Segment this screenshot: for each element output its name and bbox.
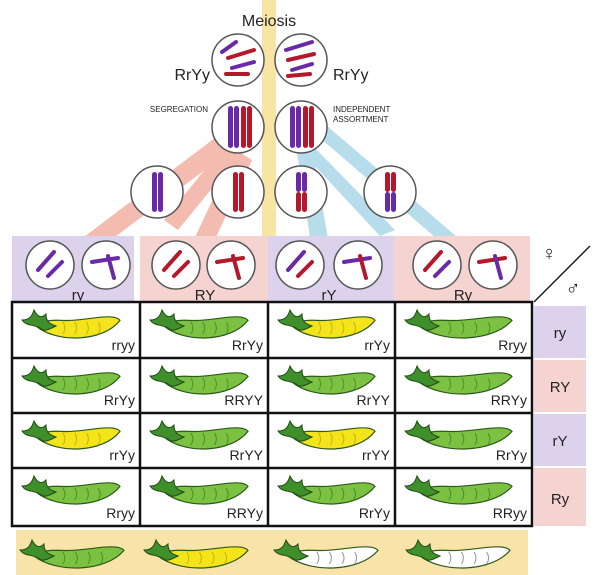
punnett-cell-r3-c2: RrYY	[149, 419, 264, 463]
independent-label-1: INDEPENDENT	[333, 105, 390, 114]
segregation-cell-right	[274, 100, 328, 154]
punnett-cell-r1-c3: rrYy	[277, 308, 390, 353]
punnett-cell-r3-c1: rrYy	[21, 419, 135, 463]
pea-pod-icon	[21, 364, 121, 395]
row-label-4: Ry	[551, 491, 570, 508]
gamete-cell-7	[412, 240, 462, 290]
genotype-label: rrYY	[362, 447, 391, 463]
punnett-cell-r4-c2: RRYy	[149, 474, 263, 521]
row-label-1: ry	[554, 325, 567, 342]
gamete-cell-6	[333, 240, 383, 290]
punnett-cell-r3-c4: RrYy	[404, 419, 527, 463]
gamete-cell-8	[468, 240, 518, 290]
row-label-bg	[534, 306, 586, 526]
gamete-cell-4	[206, 240, 256, 290]
punnett-cell-r2-c3: RrYY	[277, 364, 391, 408]
punnett-cell-r2-c4: RRYy	[404, 364, 527, 408]
pea-pod-icon	[277, 419, 376, 450]
pea-pod-icon	[277, 364, 376, 395]
gamete-cell-2	[81, 240, 131, 290]
gamete-cells	[25, 240, 518, 290]
genotype-label: Rryy	[106, 505, 135, 521]
pea-pod-icon	[149, 419, 249, 450]
gamete-cell-3	[151, 240, 201, 290]
segregation-label: SEGREGATION	[150, 105, 208, 114]
pea-pod-icon	[404, 364, 513, 395]
gamete-label-3: rY	[322, 287, 337, 304]
genotype-label: RRYy	[227, 505, 263, 521]
pea-pod-icon	[149, 308, 249, 339]
genotype-label: RRyy	[493, 505, 527, 521]
genotype-label: RrYy	[496, 447, 527, 463]
pea-pod-icon	[404, 419, 513, 450]
gamete-label-2: RY	[195, 287, 216, 304]
band-yellow	[262, 0, 276, 248]
pea-pod-icon	[149, 364, 249, 395]
punnett-cell-r1-c1: rryy	[21, 308, 135, 353]
genotype-label: RrYy	[104, 392, 135, 408]
punnett-cell-r4-c1: Rryy	[21, 474, 135, 521]
genotype-label: rryy	[112, 337, 135, 353]
parent-genotype-left: RrYy	[174, 67, 210, 84]
female-symbol: ♀	[542, 243, 557, 265]
summary-pods	[19, 538, 511, 569]
pea-pod-icon	[21, 308, 121, 339]
genotype-label: RrYy	[232, 337, 263, 353]
gamete-cell-1	[25, 240, 75, 290]
genotype-label: rrYy	[109, 447, 135, 463]
pea-pod-icon	[277, 308, 376, 339]
genotype-label: RrYy	[359, 505, 390, 521]
punnett-cell-r1-c2: RrYy	[149, 308, 263, 353]
pea-pod-icon	[404, 308, 513, 339]
meiosis2-cell-2	[211, 165, 265, 219]
male-symbol: ♂	[566, 278, 581, 300]
gamete-cell-5	[275, 240, 325, 290]
row-label-2: RY	[550, 379, 571, 396]
row-label-3: rY	[553, 433, 568, 450]
punnett-cell-r4-c4: RRyy	[404, 474, 527, 521]
genotype-label: RRYy	[491, 392, 527, 408]
summary-pea-pod-icon	[19, 538, 125, 569]
genotype-label: RrYY	[357, 392, 391, 408]
parent-cell-left	[211, 33, 265, 87]
meiosis2-cell-4	[363, 165, 417, 219]
genotype-label: RRYY	[224, 392, 263, 408]
genotype-label: rrYy	[364, 337, 390, 353]
pea-pod-icon	[21, 419, 121, 450]
pea-pod-icon	[149, 474, 249, 505]
title: Meiosis	[242, 13, 296, 30]
parent-cell-right	[274, 33, 328, 87]
punnett-cell-r1-c4: Rryy	[404, 308, 527, 353]
pea-pod-icon	[21, 474, 121, 505]
punnett-cell-r3-c3: rrYY	[277, 419, 391, 463]
punnett-cell-r4-c3: RrYy	[277, 474, 390, 521]
gamete-label-4: Ry	[454, 287, 473, 304]
band-blue-right2	[300, 145, 395, 236]
summary-pea-pod-icon	[405, 538, 511, 569]
genotype-label: RrYY	[230, 447, 264, 463]
punnett-cell-r2-c1: RrYy	[21, 364, 135, 408]
corner-diagonal	[533, 245, 591, 303]
meiosis2-cell-3	[274, 165, 328, 219]
summary-pea-pod-icon	[143, 538, 249, 569]
pea-pod-icon	[277, 474, 376, 505]
summary-pea-pod-icon	[273, 538, 379, 569]
independent-label-2: ASSORTMENT	[333, 115, 389, 124]
pea-pod-icon	[404, 474, 513, 505]
parent-genotype-right: RrYy	[333, 67, 369, 84]
gamete-label-1: ry	[72, 287, 85, 304]
genotype-label: Rryy	[498, 337, 527, 353]
segregation-cell-left	[211, 100, 265, 154]
meiosis2-cell-1	[130, 165, 184, 219]
punnett-cell-r2-c2: RRYY	[149, 364, 264, 408]
